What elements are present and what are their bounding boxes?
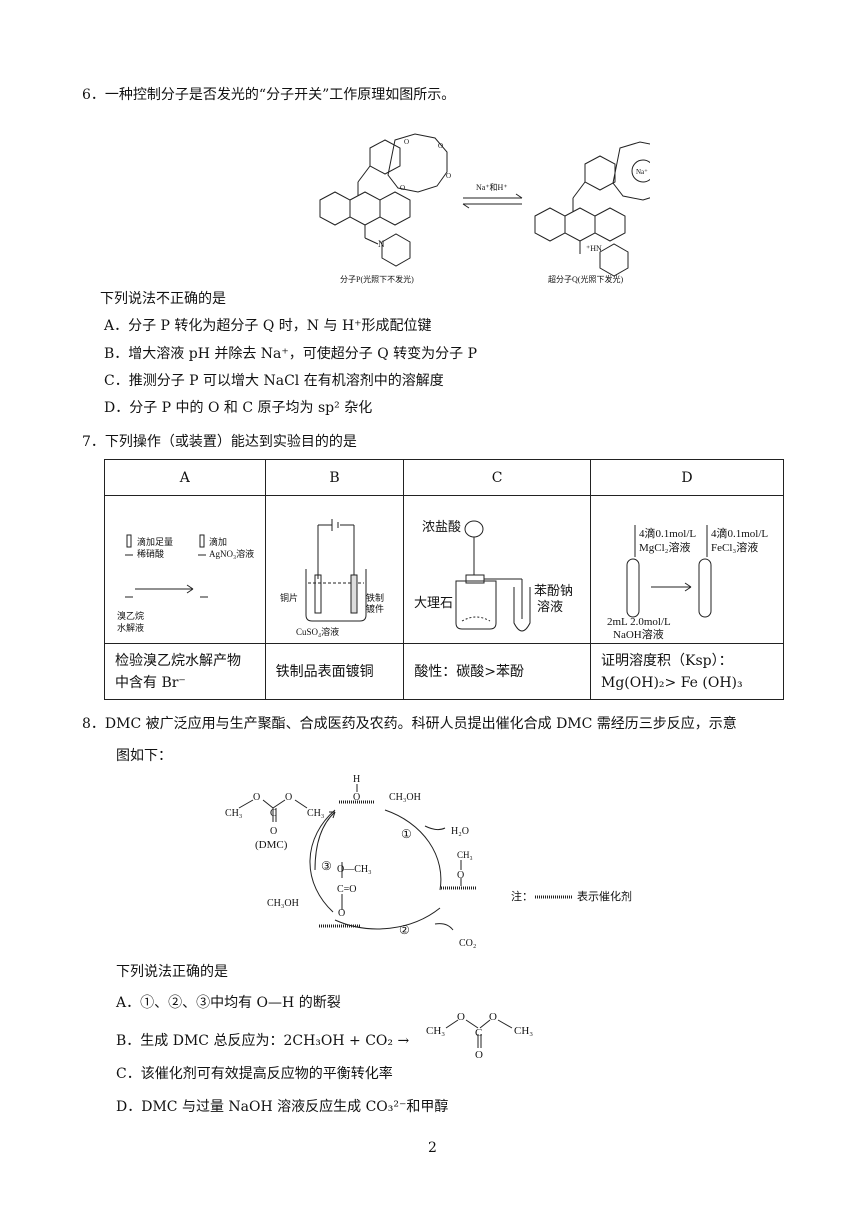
q6-label-q: 超分子Q(光照下发光) [548,274,623,284]
svg-text:NaOH溶液: NaOH溶液 [613,627,664,641]
q8-option-b-dmc-structure: CH₃ O C O CH₃ O [426,1011,533,1061]
svg-text:CH₃: CH₃ [225,808,242,819]
svg-text:AgNO₃溶液: AgNO₃溶液 [209,548,254,559]
q7-figure-b: 铜片 铁制 镀件 CuSO₄溶液 [264,495,405,644]
q7-header-a: A [104,459,266,496]
q8-note-text: 表示催化剂 [577,889,632,903]
svg-text:溴乙烷: 溴乙烷 [117,610,144,621]
svg-text:CO₂: CO₂ [459,938,476,949]
q8-option-d: D．DMC 与过量 NaOH 溶液反应生成 CO₃²⁻和甲醇 [116,1099,449,1115]
svg-text:H: H [353,774,360,785]
q6-option-c: C．推测分子 P 可以增大 NaCl 在有机溶剂中的溶解度 [104,373,444,389]
svg-text:O: O [457,1011,465,1023]
svg-text:MgCl₂溶液: MgCl₂溶液 [639,540,691,554]
svg-text:O: O [338,908,345,919]
svg-text:苯酚钠: 苯酚钠 [534,583,573,598]
q7-desc-a: 检验溴乙烷水解产物中含有 Br⁻ [104,643,266,700]
svg-text:O: O [404,138,409,146]
q8-prompt: 下列说法正确的是 [116,964,228,980]
molecule-p [319,133,448,267]
q6-equilibrium-arrow [462,193,523,209]
svg-text:CH₃OH: CH₃OH [389,792,421,803]
svg-text:FeCl₃溶液: FeCl₃溶液 [711,540,758,554]
q8-option-c: C．该催化剂可有效提高反应物的平衡转化率 [116,1066,393,1082]
q8-option-b: B．生成 DMC 总反应为：2CH₃OH + CO₂ → [116,1033,410,1049]
q6-prompt: 下列说法不正确的是 [100,291,226,307]
svg-text:O: O [270,826,277,837]
svg-text:H₂O: H₂O [451,826,469,837]
molecule-q [534,141,650,277]
q6-hn-label: ⁺HN [586,244,602,253]
svg-text:③: ③ [321,859,332,873]
q7-header-b: B [264,459,405,496]
q6-n-label: N [378,239,385,249]
q7-figure-c: 浓盐酸 大理石 苯酚钠 溶液 [403,495,591,644]
svg-text:C: C [270,808,277,819]
q8-dmc-label: (DMC) [255,839,288,851]
q6-arrow-label: Na⁺和H⁺ [476,183,508,192]
svg-text:溶液: 溶液 [537,599,563,614]
svg-text:CuSO₄溶液: CuSO₄溶液 [296,626,339,637]
q6-molecule-diagram: N O O O O 分子P(光照下不发光) Na⁺和H⁺ Na⁺ ⁺HN 超分子… [319,133,650,284]
svg-text:O—CH₃: O—CH₃ [337,864,372,875]
svg-text:铁制: 铁制 [366,592,384,603]
q7-header-d: D [590,459,784,496]
q7-header-c: C [403,459,591,496]
svg-text:铜片: 铜片 [280,592,298,603]
q7-table: A B C D 滴加足量 稀硝酸 滴加 AgNO₃溶液 溴乙烷 水解液 [104,459,784,700]
q7-desc-c: 酸性：碳酸>苯酚 [403,643,591,700]
svg-text:水解液: 水解液 [117,622,144,633]
q7-figure-a: 滴加足量 稀硝酸 滴加 AgNO₃溶液 溴乙烷 水解液 [104,495,266,644]
svg-text:O: O [446,172,451,180]
q7-figure-d: 4滴0.1mol/L MgCl₂溶液 4滴0.1mol/L FeCl₃溶液 2m… [590,495,784,644]
page-number: 2 [428,1140,437,1156]
svg-text:O: O [438,142,443,150]
svg-text:O: O [475,1049,483,1061]
svg-text:4滴0.1mol/L: 4滴0.1mol/L [711,526,768,540]
svg-text:O: O [400,184,405,192]
q7-desc-b: 铁制品表面镀铜 [264,643,405,700]
q8-option-a: A．①、②、③中均有 O—H 的断裂 [116,995,341,1011]
svg-text:4滴0.1mol/L: 4滴0.1mol/L [639,526,696,540]
svg-text:C: C [475,1027,482,1039]
svg-text:O: O [353,792,360,803]
svg-text:O: O [285,792,292,803]
svg-text:浓盐酸: 浓盐酸 [422,519,461,534]
svg-text:大理石: 大理石 [414,595,453,610]
q6-option-d: D．分子 P 中的 O 和 C 原子均为 sp² 杂化 [104,400,373,416]
svg-text:②: ② [399,923,410,937]
svg-text:滴加足量: 滴加足量 [137,536,173,547]
q8-cycle-diagram: CH₃ O C O CH₃ O (DMC) H O CH₃OH H₂O ① ② … [225,774,632,949]
svg-text:滴加: 滴加 [209,536,227,547]
q7-desc-d: 证明溶度积（Ksp）：Mg(OH)₂> Fe (OH)₃ [590,643,784,700]
svg-text:2mL 2.0mol/L: 2mL 2.0mol/L [607,616,671,628]
q8-note: 注： [511,889,533,903]
svg-text:稀硝酸: 稀硝酸 [137,548,164,559]
svg-text:CH₃OH: CH₃OH [267,898,299,909]
q7-stem: 7．下列操作（或装置）能达到实验目的的是 [82,434,357,450]
q6-label-p: 分子P(光照下不发光) [340,274,414,284]
svg-text:CH₃: CH₃ [307,808,324,819]
q6-option-a: A．分子 P 转化为超分子 Q 时，N 与 H⁺形成配位键 [104,318,432,334]
svg-text:C=O: C=O [337,884,357,895]
svg-text:CH₃: CH₃ [514,1025,533,1037]
svg-text:O: O [457,870,464,881]
q6-option-b: B．增大溶液 pH 并除去 Na⁺，可使超分子 Q 转变为分子 P [104,346,478,362]
q6-stem: 6．一种控制分子是否发光的“分子开关”工作原理如图所示。 [82,87,456,103]
q8-stem-line2: 图如下： [116,748,172,764]
q8-stem-line1: 8．DMC 被广泛应用与生产聚酯、合成医药及农药。科研人员提出催化合成 DMC … [82,716,737,732]
q6-na-plus: Na⁺ [636,168,648,176]
svg-text:CH₃: CH₃ [457,850,473,860]
svg-text:O: O [253,792,260,803]
svg-text:O: O [489,1011,497,1023]
svg-text:CH₃: CH₃ [426,1025,445,1037]
svg-text:①: ① [401,827,412,841]
svg-text:镀件: 镀件 [366,603,384,614]
